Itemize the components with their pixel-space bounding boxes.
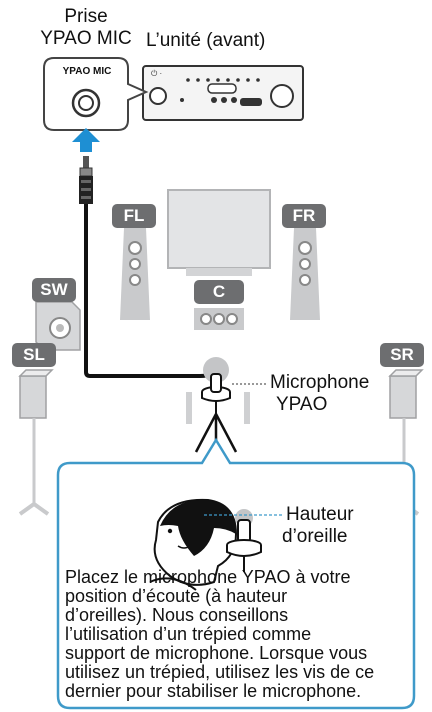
av-receiver: ⏻ ·: [142, 65, 304, 121]
speaker-sl: [18, 369, 54, 516]
ear-label-line1: Hauteur: [286, 504, 354, 525]
subwoofer: [35, 301, 81, 351]
microphone-small: [226, 509, 262, 572]
svg-text:⏻ ·: ⏻ ·: [151, 69, 162, 78]
speaker-tag-fl: FL: [112, 204, 156, 228]
mic-plug: [79, 156, 93, 204]
instruction-line: l’utilisation d’un trépied comme: [65, 624, 312, 644]
microphone-ypao: [194, 357, 238, 453]
jack-label-line1: Prise: [64, 6, 108, 27]
arrow-icon: [72, 128, 100, 152]
mic-label-line2: YPAO: [276, 394, 328, 415]
unit-label: L’unité (avant): [146, 30, 266, 51]
tv-stand: [186, 268, 252, 276]
jack-callout: [43, 57, 149, 131]
instruction-line: utilisez un trépied, utilisez les vis de…: [65, 662, 375, 682]
instruction-text: Placez le microphone YPAO à votre positi…: [65, 568, 411, 701]
ear-label-line2: d’oreille: [282, 526, 348, 547]
speaker-fr: [290, 228, 320, 320]
instruction-line: d’oreilles). Nous conseillons: [65, 605, 289, 625]
instruction-line: position d’écoute (à hauteur: [65, 586, 288, 606]
speaker-tag-fr: FR: [282, 204, 326, 228]
instruction-line: dernier pour stabiliser le microphone.: [65, 681, 362, 701]
tv-screen: [167, 189, 271, 269]
speaker-tag-sl: SL: [12, 343, 56, 367]
instruction-line: Placez le microphone YPAO à votre: [65, 567, 351, 587]
instruction-callout: [56, 437, 416, 710]
person-head: [149, 498, 238, 591]
speaker-fl: [120, 228, 150, 320]
speaker-tag-c: C: [194, 280, 244, 304]
panel-jack-label: YPAO MIC: [62, 66, 112, 77]
speaker-tag-sr: SR: [380, 343, 424, 367]
speaker-tag-sw: SW: [32, 278, 76, 302]
jack-label-line2: YPAO MIC: [40, 28, 132, 49]
mic-label-line1: Microphone: [270, 372, 370, 393]
instruction-line: support de microphone. Lorsque vous: [65, 643, 368, 663]
speaker-center: [194, 308, 244, 330]
